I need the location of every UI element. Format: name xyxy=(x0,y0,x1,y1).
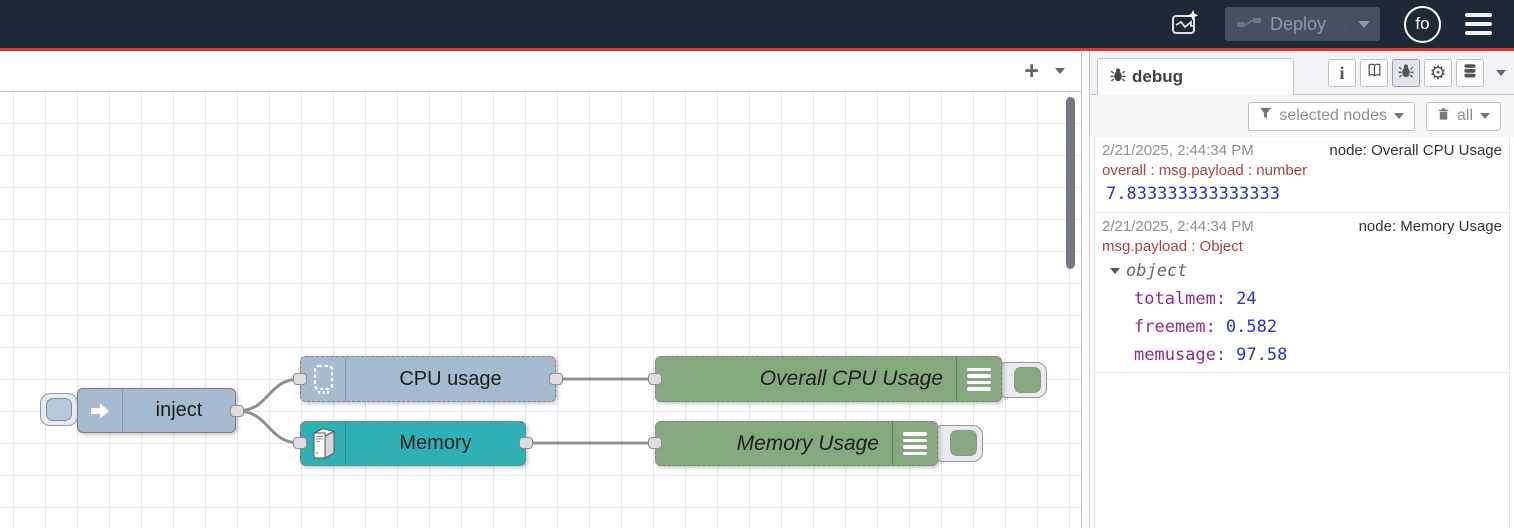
help-tab-button[interactable] xyxy=(1360,59,1388,87)
inject-arrow-icon xyxy=(78,389,123,432)
wire-inject-memory[interactable] xyxy=(236,409,301,445)
message-source-node[interactable]: node: Memory Usage xyxy=(1358,218,1502,235)
wire-inject-cpu[interactable] xyxy=(236,377,301,413)
wire-layer xyxy=(236,377,655,445)
debug-cpu-toggle-button[interactable] xyxy=(997,362,1047,398)
canvas-vertical-scrollbar[interactable] xyxy=(1066,97,1075,269)
debug-mem-input-port[interactable] xyxy=(648,437,662,449)
node-label: Overall CPU Usage xyxy=(759,367,943,390)
object-field[interactable]: freemem: 0.582 xyxy=(1102,313,1502,341)
memory-input-port[interactable] xyxy=(293,437,307,449)
info-tab-button[interactable]: i xyxy=(1328,59,1356,87)
flow-tabbar: + xyxy=(0,51,1081,92)
clear-caret xyxy=(1480,113,1490,119)
debug-message[interactable]: 2/21/2025, 2:44:34 PM node: Overall CPU … xyxy=(1095,137,1509,213)
add-flow-button[interactable]: + xyxy=(1024,56,1039,85)
collapse-caret-icon[interactable] xyxy=(1110,268,1120,274)
gear-icon: ⚙ xyxy=(1429,62,1447,84)
debug-toolbar: selected nodes all xyxy=(1090,95,1514,137)
panel-divider[interactable] xyxy=(1082,51,1089,528)
flow-list-caret[interactable] xyxy=(1055,68,1065,74)
field-value: 0.582 xyxy=(1225,317,1278,337)
object-type-label: object xyxy=(1126,261,1188,281)
clear-label: all xyxy=(1456,107,1473,124)
field-value: 97.58 xyxy=(1236,345,1288,365)
field-key: freemem: xyxy=(1134,317,1216,337)
config-tab-button[interactable]: ⚙ xyxy=(1424,59,1452,87)
cpu-output-port[interactable] xyxy=(549,373,563,385)
debug-cpu-input-port[interactable] xyxy=(648,373,662,385)
node-inject[interactable]: inject xyxy=(77,388,236,433)
message-timestamp: 2/21/2025, 2:44:34 PM xyxy=(1102,142,1254,159)
filter-selected-nodes-button[interactable]: selected nodes xyxy=(1248,101,1415,131)
deploy-options-caret[interactable] xyxy=(1345,20,1370,28)
book-icon xyxy=(1366,62,1383,84)
cpu-input-port[interactable] xyxy=(293,373,307,385)
object-field[interactable]: memusage: 97.58 xyxy=(1102,341,1502,369)
debug-tab-button[interactable] xyxy=(1392,59,1420,87)
debug-sidebar: debug i xyxy=(1089,51,1514,528)
bug-icon xyxy=(1110,67,1126,88)
node-label: inject xyxy=(155,399,203,421)
message-property: msg.payload : Object xyxy=(1102,238,1243,255)
deploy-button[interactable]: Deploy xyxy=(1224,7,1380,41)
tab-debug-label: debug xyxy=(1132,67,1183,86)
node-debug-memory[interactable]: Memory Usage xyxy=(655,421,938,466)
debug-mem-toggle-button[interactable] xyxy=(933,425,983,462)
clear-all-button[interactable]: all xyxy=(1425,101,1501,131)
filter-caret xyxy=(1393,113,1404,119)
info-icon: i xyxy=(1339,63,1345,83)
bug-icon xyxy=(1398,63,1414,84)
avatar-initials: fo xyxy=(1415,14,1430,33)
node-debug-cpu[interactable]: Overall CPU Usage xyxy=(655,356,1002,402)
user-avatar[interactable]: fo xyxy=(1404,5,1441,43)
computer-tower-icon xyxy=(301,422,346,465)
field-key: totalmem: xyxy=(1134,289,1227,309)
node-label: Memory Usage xyxy=(736,431,879,455)
header-accent-line xyxy=(0,48,1514,51)
message-property: overall : msg.payload : number xyxy=(1102,162,1308,179)
object-tree: object totalmem: 24 freemem: 0.582 memusag… xyxy=(1102,257,1502,369)
sidebar-tabbar: debug i xyxy=(1090,51,1514,95)
main-menu-icon[interactable] xyxy=(1465,13,1492,35)
node-memory[interactable]: Memory xyxy=(300,421,526,466)
message-value[interactable]: 7.833333333333333 xyxy=(1106,184,1280,204)
debug-output-icon xyxy=(892,422,937,465)
debug-output-icon xyxy=(956,357,1001,401)
context-tab-button[interactable] xyxy=(1456,59,1484,87)
workspace: + inject xyxy=(0,51,1082,528)
header: Deploy fo xyxy=(0,0,1514,48)
sidebar-tabs-caret[interactable] xyxy=(1496,70,1506,76)
inject-trigger-button[interactable] xyxy=(40,393,78,426)
ai-flow-icon[interactable] xyxy=(1167,7,1201,41)
field-value: 24 xyxy=(1236,289,1257,309)
filter-label: selected nodes xyxy=(1279,107,1387,124)
trash-icon xyxy=(1437,107,1450,126)
node-label: CPU usage xyxy=(399,367,502,390)
cpu-chip-icon xyxy=(301,357,346,401)
deploy-icon xyxy=(1236,14,1261,35)
object-field[interactable]: totalmem: 24 xyxy=(1102,285,1502,313)
node-cpu-usage[interactable]: CPU usage xyxy=(300,356,556,402)
debug-message[interactable]: 2/21/2025, 2:44:34 PM node: Memory Usage… xyxy=(1095,213,1509,373)
message-source-node[interactable]: node: Overall CPU Usage xyxy=(1329,142,1502,159)
field-key: memusage: xyxy=(1134,345,1227,365)
funnel-icon xyxy=(1259,107,1272,125)
inject-output-port[interactable] xyxy=(230,405,244,417)
debug-message-list: 2/21/2025, 2:44:34 PM node: Overall CPU … xyxy=(1094,137,1510,528)
object-expand-row[interactable]: object xyxy=(1102,257,1502,285)
database-icon xyxy=(1462,63,1478,84)
node-label: Memory xyxy=(399,432,472,454)
flow-canvas[interactable]: inject CPU usage xyxy=(0,92,1081,528)
memory-output-port[interactable] xyxy=(519,437,533,449)
deploy-label: Deploy xyxy=(1269,13,1326,34)
tab-debug[interactable]: debug xyxy=(1097,58,1294,95)
message-timestamp: 2/21/2025, 2:44:34 PM xyxy=(1102,218,1254,235)
